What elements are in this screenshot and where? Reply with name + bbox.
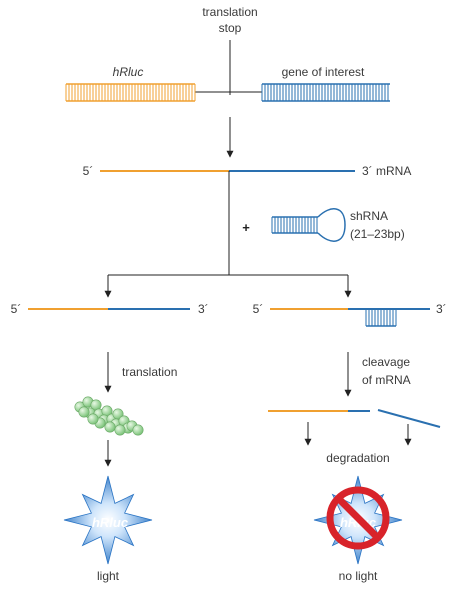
shrna-hairpin-icon bbox=[271, 208, 346, 242]
right-3prime-label: 3´ bbox=[436, 302, 447, 316]
gene-of-interest-label: gene of interest bbox=[282, 65, 365, 79]
hrluc-light-star-label: hRluc bbox=[92, 515, 129, 530]
hrluc-dna-ladder bbox=[65, 83, 196, 102]
left-5prime-label: 5´ bbox=[11, 302, 22, 316]
right-5prime-label: 5´ bbox=[253, 302, 264, 316]
shrna-size-label: (21–23bp) bbox=[350, 227, 405, 241]
hrluc-label: hRluc bbox=[113, 65, 144, 79]
cleaved-gene-fragment-long bbox=[377, 409, 441, 428]
light-label: light bbox=[97, 569, 120, 583]
cleavage-label-line2: of mRNA bbox=[362, 373, 411, 387]
protein-cluster-icon bbox=[74, 396, 144, 436]
mrna-5prime-label: 5´ bbox=[83, 164, 94, 178]
gene-dna-ladder bbox=[261, 83, 390, 102]
prohibited-sign-icon bbox=[326, 486, 390, 550]
plus-sign: + bbox=[242, 220, 250, 235]
mrna-3prime-label: 3´ mRNA bbox=[362, 164, 411, 178]
translation-stop-label-line2: stop bbox=[219, 21, 242, 35]
no-light-label: no light bbox=[339, 569, 378, 583]
translation-label: translation bbox=[122, 365, 177, 379]
left-3prime-label: 3´ bbox=[198, 302, 209, 316]
translation-stop-label-line1: translation bbox=[202, 5, 257, 19]
degradation-label: degradation bbox=[326, 451, 389, 465]
bound-shrna-icon bbox=[365, 310, 397, 327]
shrna-label: shRNA bbox=[350, 209, 388, 223]
cleavage-label-line1: cleavage bbox=[362, 355, 410, 369]
light-burst-icon bbox=[63, 475, 153, 565]
